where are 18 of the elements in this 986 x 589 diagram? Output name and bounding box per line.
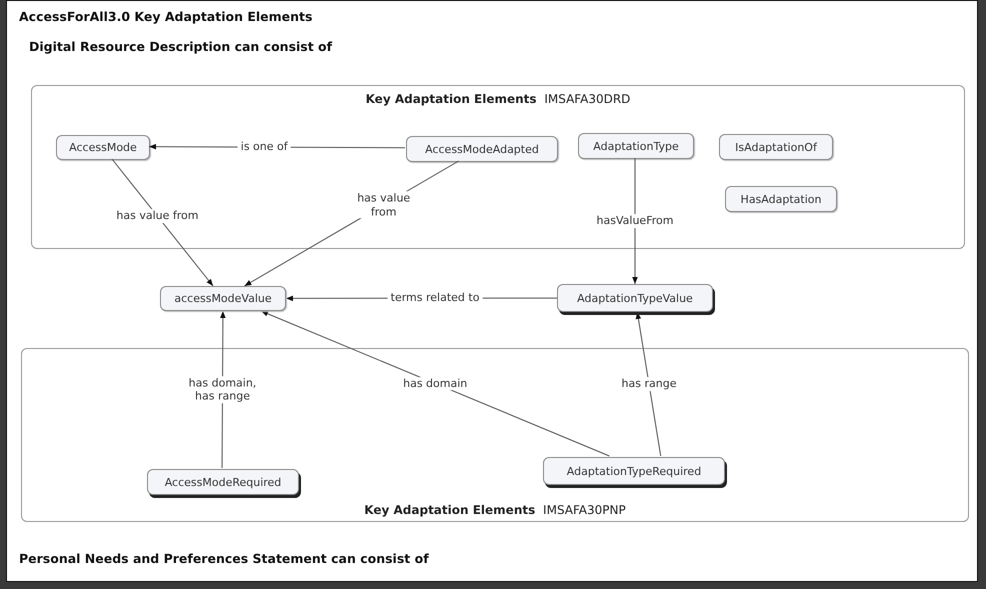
concept-box: accessModeValue [160,286,286,311]
diagram-title: AccessForAll3.0 Key Adaptation Elements [19,9,312,24]
arrow [260,310,610,456]
arrow [632,158,638,284]
concept-box: IsAdaptationOf [719,134,833,160]
concept-box: AccessMode [56,135,150,160]
group-frame [21,348,969,522]
concept-box: AccessModeAdapted [406,136,558,162]
concept-box: AdaptationTypeValue [557,284,713,312]
group-heading: Key Adaptation Elements IMSAFA30DRD [366,92,630,106]
concept-box: AccessModeRequired [147,469,299,495]
section-note: Digital Resource Description can consist of [29,39,332,54]
concept-box: HasAdaptation [725,186,837,212]
section-note: Personal Needs and Preferences Statement can consist of [19,551,429,566]
arrow [111,158,214,286]
concept-box: AdaptationType [578,133,694,159]
concept-box: AdaptationTypeRequired [543,457,725,485]
group-heading: Key Adaptation Elements IMSAFA30PNP [364,503,626,517]
